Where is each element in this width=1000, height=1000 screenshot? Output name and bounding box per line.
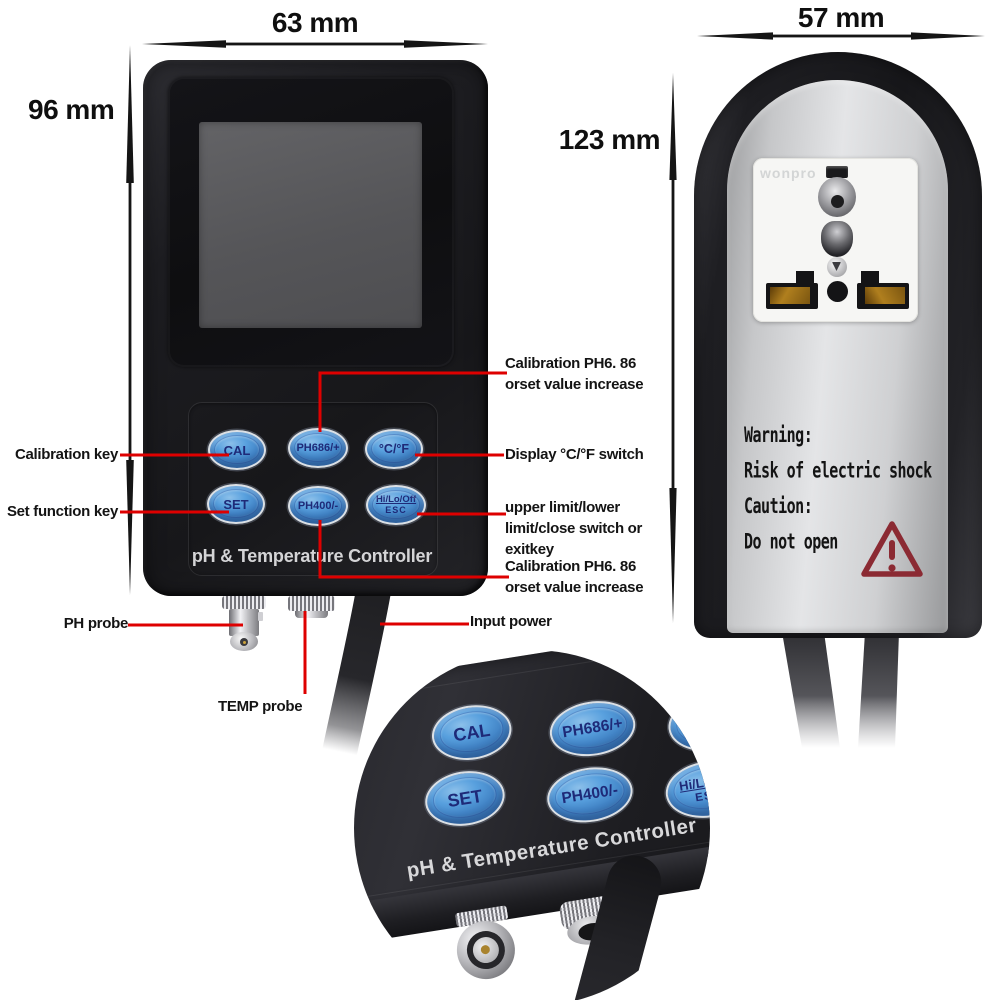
controller-title: pH & Temperature Controller — [191, 546, 433, 566]
bnc-connector-flange — [222, 596, 266, 609]
socket-right-brass-contact — [865, 287, 905, 304]
controller-keypad-panel — [188, 402, 438, 576]
temp-jack-collar — [295, 611, 328, 618]
callout-ph686: Calibration PH6. 86 orset value increase — [505, 353, 644, 395]
controller-lcd-screen — [199, 122, 422, 328]
bnc-connector-barrel — [229, 609, 259, 636]
socket-watermark: wonpro — [760, 165, 817, 181]
set-button: SET — [207, 484, 265, 524]
cf-button: °C/°F — [365, 429, 423, 469]
dim-label-socket-width: 57 mm — [797, 2, 885, 33]
temp-jack-knurl — [288, 596, 335, 611]
socket-cable-left — [782, 632, 840, 748]
ph686-button: PH686/+ — [288, 428, 348, 468]
dim-label-front-height: 96 mm — [28, 94, 115, 125]
bnc-center-pin — [242, 640, 246, 644]
warning-line-2: Risk of electric shock — [744, 457, 932, 484]
callout-lines — [120, 371, 509, 694]
socket-left-brass-contact — [770, 287, 810, 304]
warning-line-4: Do not open — [744, 528, 838, 555]
warning-triangle-icon — [861, 521, 923, 577]
callout-temp-probe: TEMP probe — [218, 698, 303, 715]
callout-calibration-key: Calibration key — [14, 446, 118, 463]
dim-arrow-63mm — [142, 40, 488, 48]
callout-display-switch: Display °C/°F switch — [505, 446, 644, 463]
callout-ph400: Calibration PH6. 86 orset value increase — [505, 556, 644, 598]
input-power-cable — [322, 570, 392, 768]
socket-middle-contact — [821, 221, 853, 257]
socket-small-aperture-notch — [832, 262, 841, 271]
dim-label-socket-height: 123 mm — [558, 124, 661, 155]
socket-warning-text: Warning: Risk of electric shock Caution:… — [744, 418, 932, 560]
callout-upper-limit: upper limit/lower limit/close switch or … — [505, 497, 642, 560]
callout-upper-limit-line3: exitkey — [505, 541, 554, 558]
callout-set-function-key: Set function key — [6, 503, 118, 520]
callout-line-ph400 — [318, 520, 509, 579]
cal-button: CAL — [208, 430, 266, 470]
callout-ph686-line1: Calibration PH6. 86 — [505, 355, 637, 372]
socket-cable-right — [858, 632, 899, 748]
socket-ground-slot — [826, 166, 848, 178]
socket-ground-hole — [831, 195, 844, 208]
callout-ph686-line2: orset value increase — [505, 376, 644, 393]
dim-arrow-96mm — [126, 45, 134, 595]
warning-line-1: Warning: — [744, 422, 813, 448]
closeup-photo-circle: CAL PH686/+ °C/°F SET PH400/- Hi/Lo/Off … — [354, 650, 710, 1000]
dim-label-front-width: 63 mm — [271, 7, 359, 38]
callout-ph-probe: PH probe — [63, 615, 129, 632]
socket-round-hole — [827, 281, 848, 302]
dim-arrow-123mm — [669, 73, 677, 623]
callout-input-power: Input power — [470, 613, 552, 630]
hilooff-esc-button: Hi/Lo/Off ESC — [366, 485, 426, 525]
dim-arrow-57mm — [697, 32, 985, 40]
warning-line-3: Caution: — [744, 493, 813, 519]
callout-ph400-line1: Calibration PH6. 86 — [505, 558, 637, 575]
callout-line-ph686 — [318, 371, 507, 432]
callout-upper-limit-line2: limit/close switch or — [505, 520, 643, 537]
ph400-button: PH400/- — [288, 486, 348, 526]
callout-upper-limit-line1: upper limit/lower — [505, 499, 620, 516]
callout-ph400-line2: orset value increase — [505, 579, 644, 596]
bnc-bayonet-pin — [258, 612, 263, 621]
